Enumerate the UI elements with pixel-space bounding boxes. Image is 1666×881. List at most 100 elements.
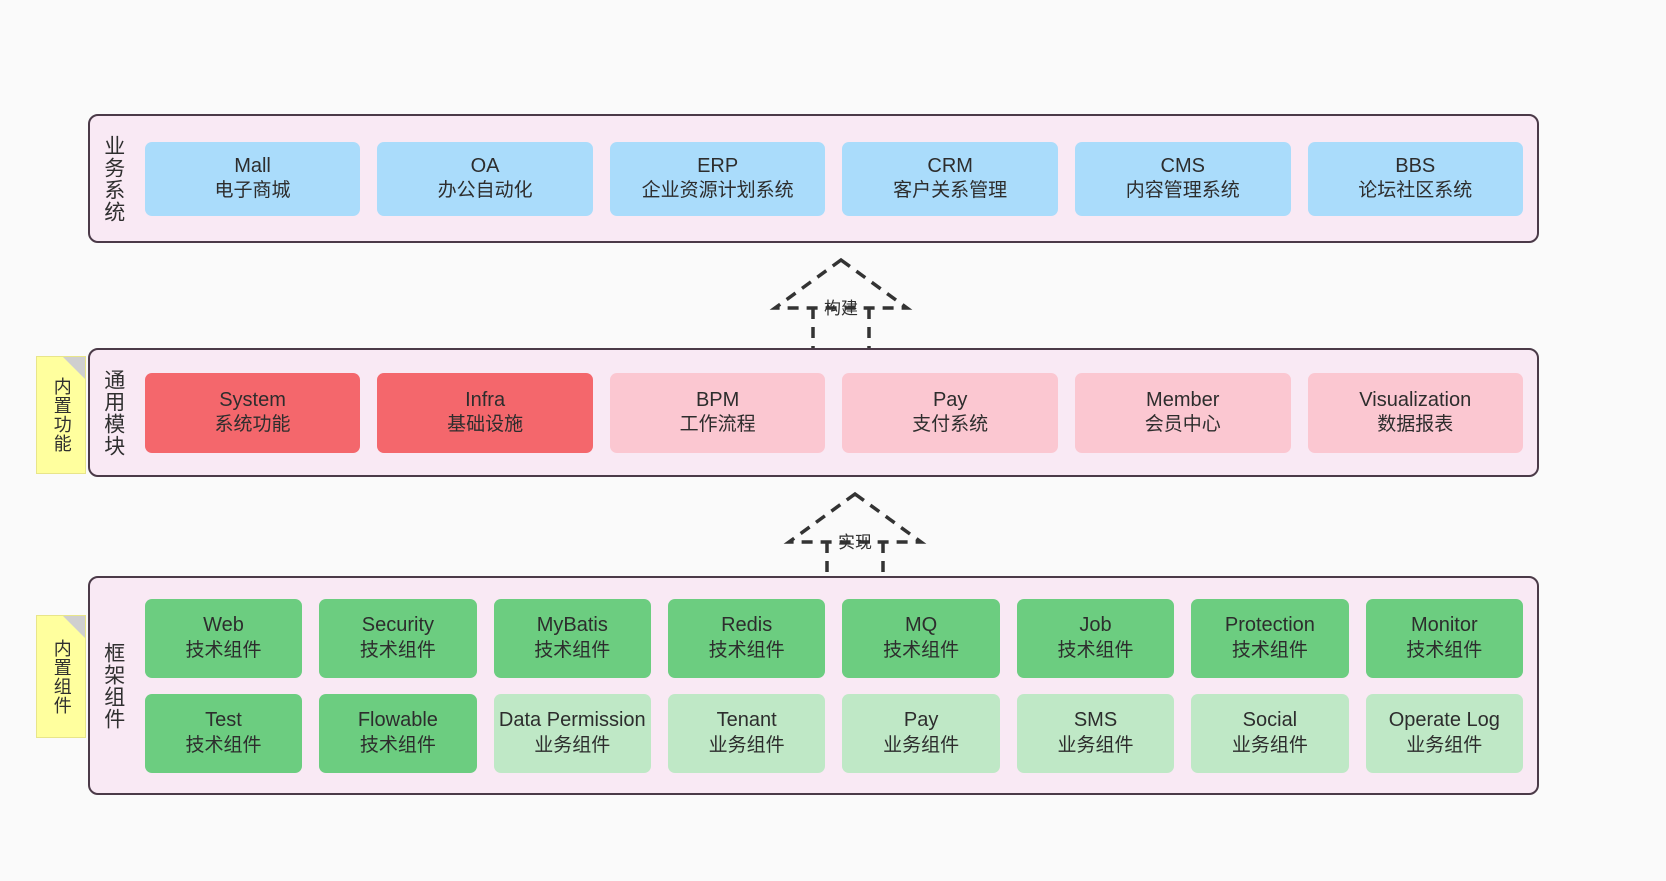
node-bpm[interactable]: BPM 工作流程 — [609, 372, 826, 453]
node-test[interactable]: Test 技术组件 — [144, 693, 303, 773]
node-flowable[interactable]: Flowable 技术组件 — [319, 693, 477, 773]
node-subtitle: 论坛社区系统 — [1358, 180, 1473, 202]
node-title: Infra — [465, 388, 506, 411]
node-subtitle: 办公自动化 — [437, 180, 533, 202]
node-subtitle: 基础设施 — [447, 414, 524, 436]
layer-body-business-systems: Mall 电子商城 OA 办公自动化 ERP 企业资源计划系统 CRM 客户关系… — [131, 116, 1537, 241]
node-bbs[interactable]: BBS 论坛社区系统 — [1307, 141, 1524, 216]
node-data-permission[interactable]: Data Permission 业务组件 — [493, 693, 651, 773]
node-title: Flowable — [357, 709, 438, 732]
node-subtitle: 客户关系管理 — [893, 180, 1008, 202]
node-security[interactable]: Security 技术组件 — [319, 598, 477, 678]
node-subtitle: 技术组件 — [534, 639, 611, 661]
node-subtitle: 技术组件 — [1406, 639, 1483, 661]
layer-label-framework-components: 框架组件 — [101, 641, 125, 730]
node-title: Data Permission — [498, 709, 646, 732]
node-title: Test — [205, 709, 242, 732]
layer-label-common-modules: 通用模块 — [101, 368, 125, 457]
node-title: System — [219, 388, 286, 411]
page-fold-icon — [63, 357, 85, 379]
page-fold-icon — [63, 616, 85, 638]
layer-common-modules: 通用模块 System 系统功能 Infra 基础设施 BPM 工作流程 Pay… — [88, 348, 1539, 477]
node-redis[interactable]: Redis 技术组件 — [667, 598, 826, 678]
node-subtitle: 技术组件 — [185, 639, 262, 661]
node-title: Pay — [903, 709, 939, 732]
node-title: MyBatis — [536, 614, 608, 637]
node-title: ERP — [697, 154, 739, 177]
node-subtitle: 业务组件 — [534, 734, 611, 756]
node-sms[interactable]: SMS 业务组件 — [1016, 693, 1175, 773]
node-title: SMS — [1073, 709, 1118, 732]
node-pay-component[interactable]: Pay 业务组件 — [842, 693, 1000, 773]
node-title: Job — [1079, 614, 1112, 637]
node-mq[interactable]: MQ 技术组件 — [842, 598, 1000, 678]
node-title: Tenant — [716, 709, 777, 732]
node-member[interactable]: Member 会员中心 — [1074, 372, 1291, 453]
node-title: BBS — [1395, 154, 1436, 177]
layer-business-systems: 业务系统 Mall 电子商城 OA 办公自动化 ERP 企业资源计划系统 CRM… — [88, 114, 1539, 243]
node-subtitle: 技术组件 — [359, 734, 436, 756]
node-subtitle: 技术组件 — [185, 734, 262, 756]
node-tenant[interactable]: Tenant 业务组件 — [667, 693, 826, 773]
arrowhead-triangle-icon — [769, 257, 913, 310]
node-crm[interactable]: CRM 客户关系管理 — [842, 141, 1058, 216]
connector-label-build: 构建 — [824, 299, 858, 318]
node-title: Operate Log — [1388, 709, 1500, 732]
node-subtitle: 技术组件 — [883, 639, 960, 661]
node-subtitle: 技术组件 — [1057, 639, 1134, 661]
node-subtitle: 技术组件 — [359, 639, 436, 661]
node-title: Member — [1146, 388, 1220, 411]
node-web[interactable]: Web 技术组件 — [144, 598, 303, 678]
node-mall[interactable]: Mall 电子商城 — [144, 141, 361, 216]
node-operate-log[interactable]: Operate Log 业务组件 — [1365, 693, 1524, 773]
connector-implement: 实现 — [775, 490, 935, 586]
node-system[interactable]: System 系统功能 — [144, 372, 361, 453]
node-row: Mall 电子商城 OA 办公自动化 ERP 企业资源计划系统 CRM 客户关系… — [144, 141, 1524, 216]
note-text: 内置组件 — [51, 638, 72, 715]
layer-body-framework-components: Web 技术组件 Security 技术组件 MyBatis 技术组件 Redi… — [131, 578, 1537, 793]
node-subtitle: 业务组件 — [1057, 734, 1134, 756]
node-row: Web 技术组件 Security 技术组件 MyBatis 技术组件 Redi… — [144, 598, 1524, 678]
layer-framework-components: 框架组件 Web 技术组件 Security 技术组件 MyBatis 技术组件… — [88, 576, 1539, 795]
node-title: Social — [1242, 709, 1298, 732]
node-cms[interactable]: CMS 内容管理系统 — [1074, 141, 1291, 216]
layer-label-business-systems: 业务系统 — [101, 134, 125, 223]
node-subtitle: 电子商城 — [214, 180, 291, 202]
node-subtitle: 工作流程 — [679, 414, 756, 436]
node-mybatis[interactable]: MyBatis 技术组件 — [493, 598, 651, 678]
node-title: Web — [203, 614, 244, 637]
node-visualization[interactable]: Visualization 数据报表 — [1307, 372, 1524, 453]
node-infra[interactable]: Infra 基础设施 — [377, 372, 593, 453]
node-social[interactable]: Social 业务组件 — [1191, 693, 1349, 773]
node-title: Monitor — [1410, 614, 1478, 637]
note-builtin-component: 内置组件 — [36, 615, 86, 738]
node-job[interactable]: Job 技术组件 — [1016, 598, 1175, 678]
node-subtitle: 系统功能 — [214, 414, 291, 436]
node-pay-module[interactable]: Pay 支付系统 — [842, 372, 1058, 453]
node-subtitle: 业务组件 — [883, 734, 960, 756]
arrowhead-triangle-icon — [783, 491, 927, 544]
connector-label-implement: 实现 — [838, 533, 872, 552]
node-title: OA — [470, 154, 500, 177]
node-oa[interactable]: OA 办公自动化 — [377, 141, 593, 216]
node-subtitle: 业务组件 — [1231, 734, 1308, 756]
node-subtitle: 内容管理系统 — [1125, 180, 1240, 202]
node-subtitle: 数据报表 — [1377, 414, 1454, 436]
node-monitor[interactable]: Monitor 技术组件 — [1365, 598, 1524, 678]
layer-body-common-modules: System 系统功能 Infra 基础设施 BPM 工作流程 Pay 支付系统… — [131, 350, 1537, 475]
node-protection[interactable]: Protection 技术组件 — [1191, 598, 1349, 678]
node-title: MQ — [904, 614, 938, 637]
node-subtitle: 业务组件 — [1406, 734, 1483, 756]
note-builtin-function: 内置功能 — [36, 356, 86, 474]
node-subtitle: 业务组件 — [708, 734, 785, 756]
node-title: Pay — [932, 388, 968, 411]
node-subtitle: 技术组件 — [708, 639, 785, 661]
node-title: CMS — [1160, 154, 1205, 177]
node-title: BPM — [695, 388, 740, 411]
node-erp[interactable]: ERP 企业资源计划系统 — [609, 141, 826, 216]
node-title: Security — [361, 614, 434, 637]
node-subtitle: 技术组件 — [1231, 639, 1308, 661]
node-title: CRM — [927, 154, 973, 177]
node-subtitle: 支付系统 — [912, 414, 989, 436]
